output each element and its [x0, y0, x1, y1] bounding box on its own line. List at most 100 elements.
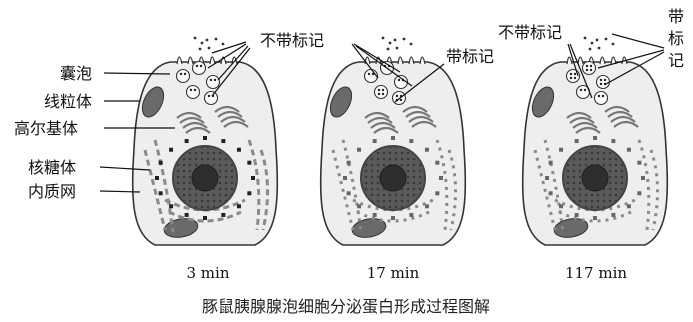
vesicle	[193, 62, 206, 75]
vesicle-content	[184, 73, 186, 75]
cell-panel-117min	[523, 37, 668, 245]
cell-group	[133, 37, 278, 245]
annotation-unlabeled-3: 不带标记	[498, 23, 562, 42]
secreted-granule	[591, 42, 594, 45]
ribosome	[435, 161, 439, 165]
microvillus	[420, 57, 425, 64]
secreted-granule	[584, 37, 587, 40]
ribosome	[247, 161, 251, 165]
ribosome	[203, 136, 207, 140]
vesicle-content	[368, 73, 370, 75]
secreted-granule	[199, 48, 202, 51]
pointer-labeled-3a	[612, 34, 664, 48]
ribosome	[439, 176, 443, 180]
vesicle-content	[602, 95, 604, 97]
secreted-granule	[389, 42, 392, 45]
ribosome	[637, 191, 641, 195]
secreted-granule	[403, 38, 406, 41]
figure-caption: 豚鼠胰腺腺泡细胞分泌蛋白形成过程图解	[202, 297, 490, 316]
annotation-labeled-3-char-3: 记	[668, 51, 684, 70]
secreted-granule	[382, 37, 385, 40]
vesicle-content	[398, 79, 400, 81]
vesicle-content	[196, 65, 198, 67]
vesicle-content	[194, 89, 196, 91]
vesicle-content	[580, 89, 582, 91]
ribosome	[347, 161, 351, 165]
secreted-granule	[215, 38, 218, 41]
ribosome	[221, 213, 225, 217]
ribosome	[637, 161, 641, 165]
ribosome	[435, 191, 439, 195]
vesicle-content	[382, 89, 384, 91]
vesicle	[595, 92, 608, 105]
secreted-granule	[201, 42, 204, 45]
ribosome	[185, 139, 189, 143]
microvillus	[600, 57, 605, 64]
ribosome	[575, 213, 579, 217]
ribosome	[641, 176, 645, 180]
ribosome	[549, 161, 553, 165]
ribosome	[593, 136, 597, 140]
microvillus	[188, 57, 193, 64]
ribosome	[251, 176, 255, 180]
label-golgi: 高尔基体	[14, 119, 78, 138]
ribosome	[559, 148, 563, 152]
secreted-granule	[410, 43, 413, 46]
ribosome	[575, 139, 579, 143]
vesicle-content	[600, 79, 602, 81]
ribosome	[169, 148, 173, 152]
vesicle-content	[586, 69, 588, 71]
annotation-labeled-3-char-1: 带	[668, 7, 684, 26]
secreted-granule	[206, 39, 209, 42]
microvillus	[567, 57, 572, 64]
vesicle-content	[604, 83, 606, 85]
label-er: 内质网	[28, 182, 76, 201]
annotation-labeled-2: 带标记	[446, 47, 494, 66]
vesicle-content	[570, 73, 572, 75]
secreted-granule	[589, 48, 592, 51]
vesicle-content	[570, 77, 572, 79]
time-label-1: 3 min	[187, 264, 230, 282]
ribosome	[611, 213, 615, 217]
vesicle-content	[378, 89, 380, 91]
ribosome	[159, 161, 163, 165]
vesicle	[177, 70, 190, 83]
vesicle-content	[382, 93, 384, 95]
ribosome	[203, 216, 207, 220]
vesicle-content	[598, 95, 600, 97]
vesicle-content	[180, 73, 182, 75]
ribosome	[155, 176, 159, 180]
ribosome	[549, 191, 553, 195]
vesicle	[583, 62, 596, 75]
vesicle	[205, 92, 218, 105]
ribosome	[237, 204, 241, 208]
ribosome	[611, 139, 615, 143]
ribosome	[391, 216, 395, 220]
vesicle-content	[574, 77, 576, 79]
vesicle-content	[214, 79, 216, 81]
vesicle-content	[586, 65, 588, 67]
vesicle-content	[378, 93, 380, 95]
label-mitochondrion: 线粒体	[44, 92, 92, 111]
time-label-3: 117 min	[565, 264, 627, 282]
ribosome	[159, 191, 163, 195]
ribosome	[237, 148, 241, 152]
annotation-labeled-3-char-2: 标	[668, 29, 684, 48]
vesicle-content	[190, 89, 192, 91]
vesicle-content	[200, 65, 202, 67]
annotation-unlabeled-1: 不带标记	[260, 31, 324, 50]
vesicle	[375, 86, 388, 99]
ribosome	[373, 213, 377, 217]
ribosome	[559, 204, 563, 208]
ribosome	[545, 176, 549, 180]
ribosome	[347, 191, 351, 195]
ribosome	[409, 139, 413, 143]
ribosome	[627, 148, 631, 152]
secreted-granule	[387, 48, 390, 51]
microvillus	[177, 57, 182, 64]
ribosome	[627, 204, 631, 208]
ribosome	[357, 204, 361, 208]
ribosome	[425, 204, 429, 208]
